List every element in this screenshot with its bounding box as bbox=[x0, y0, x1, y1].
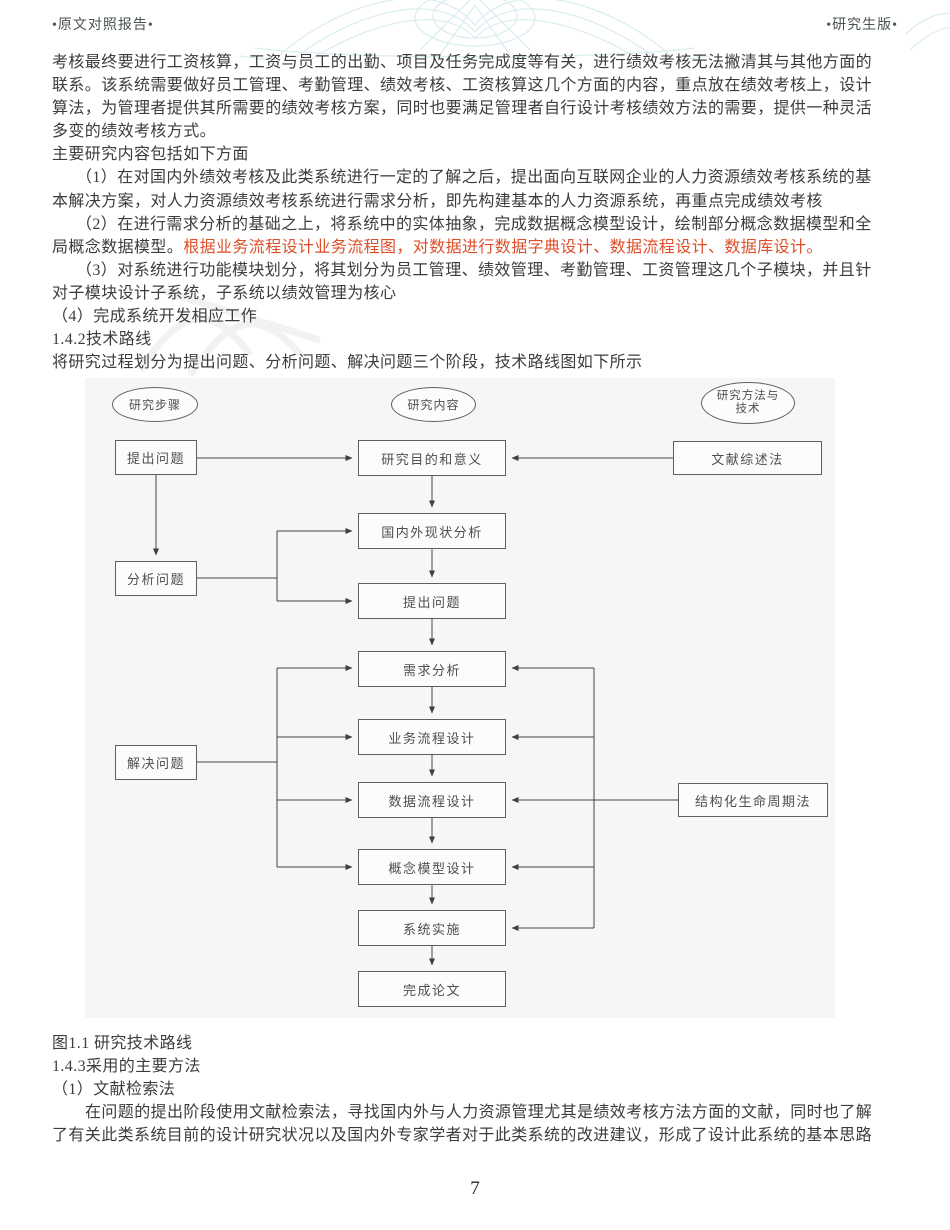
flow-label: 研究方法与技术 bbox=[716, 390, 780, 415]
flow-node-purpose-significance: 研究目的和意义 bbox=[358, 440, 506, 476]
flow-connectors bbox=[153, 455, 678, 966]
body-line: 算法，为管理者提供其所需要的绩效考核方案，同时也要满足管理者自行设计考核绩效方法… bbox=[52, 100, 873, 118]
flow-label: 分析问题 bbox=[126, 572, 185, 587]
flow-node-concept-model-design: 概念模型设计 bbox=[358, 849, 506, 885]
flow-ellipse-research-steps: 研究步骤 bbox=[112, 387, 198, 422]
body-line-black-segment: 局概念数据模型。 bbox=[52, 238, 184, 256]
body-line: 多变的绩效考核方式。 bbox=[52, 123, 217, 141]
flow-label: 文献综述法 bbox=[711, 451, 784, 467]
flow-label: 研究内容 bbox=[407, 398, 460, 412]
body-line-red-segment: 根据业务流程设计业务流程图，对数据进行数据字典设计、数据流程设计、数据库设计。 bbox=[183, 238, 823, 256]
flow-label: 完成论文 bbox=[402, 982, 461, 998]
flow-node-analyze-problem: 分析问题 bbox=[115, 561, 197, 596]
body-line: 将研究过程划分为提出问题、分析问题、解决问题三个阶段，技术路线图如下所示 bbox=[52, 354, 643, 372]
lower-text-block: 图1.1 研究技术路线 1.4.3采用的主要方法 （1）文献检索法 在问题的提出… bbox=[52, 1032, 898, 1147]
flow-label: 结构化生命周期法 bbox=[694, 793, 811, 809]
header-right-label: •研究生版• bbox=[826, 18, 898, 33]
flow-node-system-implementation: 系统实施 bbox=[358, 910, 506, 946]
flow-node-finish-thesis: 完成论文 bbox=[358, 971, 506, 1007]
flow-label: 研究步骤 bbox=[128, 398, 181, 412]
body-line-with-highlight: 局概念数据模型。根据业务流程设计业务流程图，对数据进行数据字典设计、数据流程设计… bbox=[52, 236, 898, 259]
header-left-label: •原文对照报告• bbox=[52, 18, 154, 33]
flow-label: 业务流程设计 bbox=[388, 730, 476, 746]
body-line: 联系。该系统需要做好员工管理、考勤管理、绩效考核、工资核算这几个方面的内容，重点… bbox=[52, 77, 873, 95]
flow-node-literature-review-method: 文献综述法 bbox=[673, 441, 822, 475]
technical-route-flowchart: 研究步骤 研究内容 研究方法与技术 提出问题 分析问题 解决问题 研究目的和意义… bbox=[85, 378, 835, 1018]
flow-node-propose-problem: 提出问题 bbox=[115, 440, 197, 475]
body-line: （1）文献检索法 bbox=[52, 1081, 176, 1099]
flow-node-data-flow-design: 数据流程设计 bbox=[358, 782, 506, 818]
body-line: 考核最终要进行工资核算，工资与员工的出勤、项目及任务完成度等有关，进行绩效考核无… bbox=[52, 54, 873, 71]
body-line: 本解决方案，对人力资源绩效考核系统进行需求分析，即先构建基本的人力资源系统，再重… bbox=[52, 192, 823, 210]
body-line: 1.4.2技术路线 bbox=[52, 331, 152, 349]
body-text-block: 考核最终要进行工资核算，工资与员工的出勤、项目及任务完成度等有关，进行绩效考核无… bbox=[52, 51, 898, 374]
flow-node-requirement-analysis: 需求分析 bbox=[358, 651, 506, 687]
flow-label: 解决问题 bbox=[126, 756, 185, 771]
flow-ellipse-research-content: 研究内容 bbox=[391, 387, 476, 422]
flow-node-status-analysis: 国内外现状分析 bbox=[358, 513, 506, 549]
body-line: （2）在进行需求分析的基础之上，将系统中的实体抽象，完成数据概念模型设计，绘制部… bbox=[76, 215, 872, 233]
flow-node-business-process-design: 业务流程设计 bbox=[358, 719, 506, 755]
flow-label: 概念模型设计 bbox=[388, 860, 476, 876]
figure-caption: 图1.1 研究技术路线 bbox=[52, 1035, 193, 1052]
body-line: 在问题的提出阶段使用文献检索法，寻找国内外与人力资源管理尤其是绩效考核方法方面的… bbox=[85, 1104, 873, 1122]
body-line: （4）完成系统开发相应工作 bbox=[52, 308, 258, 326]
body-line: （1）在对国内外绩效考核及此类系统进行一定的了解之后，提出面向互联网企业的人力资… bbox=[76, 169, 872, 187]
flow-ellipse-research-method: 研究方法与技术 bbox=[701, 382, 795, 424]
section-heading: 1.4.3采用的主要方法 bbox=[52, 1058, 201, 1076]
flow-node-solve-problem: 解决问题 bbox=[115, 745, 197, 780]
flow-label: 国内外现状分析 bbox=[381, 524, 483, 540]
flow-label: 系统实施 bbox=[402, 921, 461, 937]
flow-node-structured-lifecycle-method: 结构化生命周期法 bbox=[678, 783, 828, 817]
flow-label: 提出问题 bbox=[402, 594, 461, 610]
flow-label: 需求分析 bbox=[402, 662, 461, 678]
body-line: 对子模块设计子系统，子系统以绩效管理为核心 bbox=[52, 284, 397, 302]
flow-node-raise-problem: 提出问题 bbox=[358, 583, 506, 619]
body-line: 了有关此类系统目前的设计研究状况以及国内外专家学者对于此类系统的改进建议，形成了… bbox=[52, 1127, 873, 1145]
flow-label: 数据流程设计 bbox=[388, 793, 476, 809]
body-line: 主要研究内容包括如下方面 bbox=[52, 146, 249, 164]
flow-label: 研究目的和意义 bbox=[381, 451, 483, 467]
page-number: 7 bbox=[470, 1178, 480, 1199]
body-line: （3）对系统进行功能模块划分，将其划分为员工管理、绩效管理、考勤管理、工资管理这… bbox=[76, 261, 872, 279]
flow-label: 提出问题 bbox=[126, 451, 185, 466]
